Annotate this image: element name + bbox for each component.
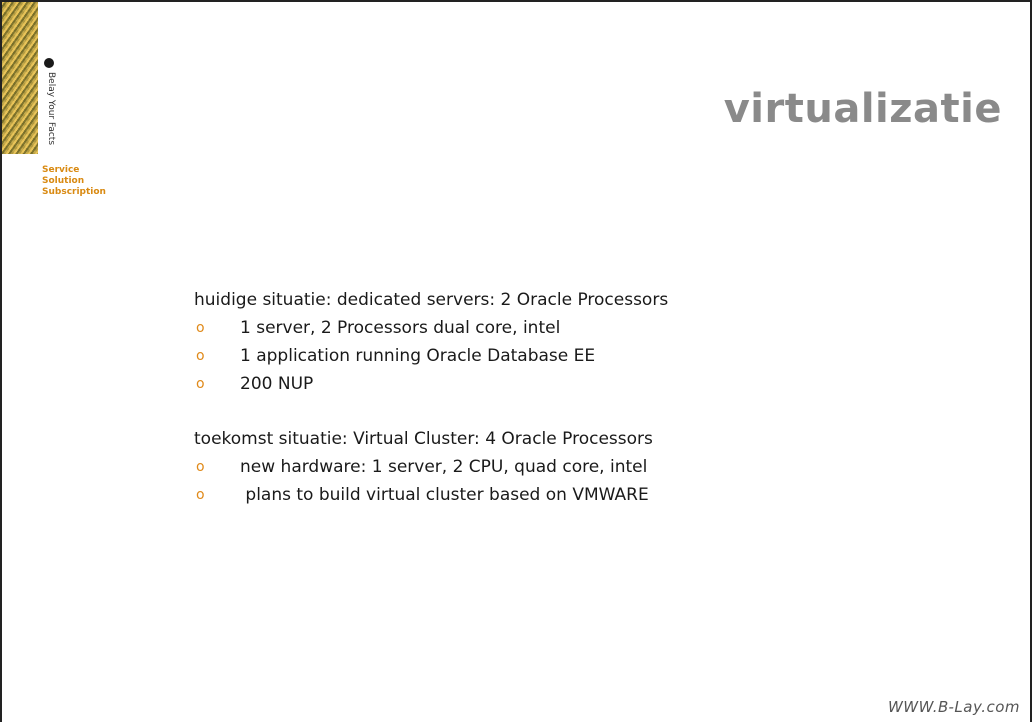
spacer xyxy=(194,398,974,425)
list-item: o 1 application running Oracle Database E… xyxy=(194,342,974,370)
list-item-text: 1 server, 2 Processors dual core, intel xyxy=(240,318,561,338)
bullet-icon: o xyxy=(196,376,205,392)
section-heading-current: huidige situatie: dedicated servers: 2 O… xyxy=(194,290,669,310)
current-situation-list: o 1 server, 2 Processors dual core, intel… xyxy=(194,314,974,398)
section-heading-future: toekomst situatie: Virtual Cluster: 4 Or… xyxy=(194,429,653,449)
brand-link-service: Service xyxy=(42,165,80,175)
list-item-text: 1 application running Oracle Database EE xyxy=(240,346,596,366)
list-item: o 1 server, 2 Processors dual core, intel xyxy=(194,314,974,342)
brand-links: Service Solution Subscription xyxy=(42,165,106,198)
list-item: o plans to build virtual cluster based o… xyxy=(194,481,974,509)
slide-title: virtualizatie xyxy=(723,86,1002,132)
list-item: o new hardware: 1 server, 2 CPU, quad cor… xyxy=(194,453,974,481)
list-item-text: 200 NUP xyxy=(240,374,314,394)
brand-link-solution: Solution xyxy=(42,176,85,186)
list-item-text: new hardware: 1 server, 2 CPU, quad core… xyxy=(240,457,648,477)
future-situation-list: o new hardware: 1 server, 2 CPU, quad cor… xyxy=(194,453,974,509)
brand-tagline: Belay Your Facts xyxy=(46,72,56,146)
brand-logo-icon xyxy=(44,58,54,68)
bullet-icon: o xyxy=(196,348,205,364)
slide-content: huidige situatie: dedicated servers: 2 O… xyxy=(194,286,974,509)
list-item-text: plans to build virtual cluster based on … xyxy=(240,485,649,505)
brand-image-strip xyxy=(2,2,38,154)
bullet-icon: o xyxy=(196,487,205,503)
bullet-icon: o xyxy=(196,459,205,475)
bullet-icon: o xyxy=(196,320,205,336)
brand-link-subscription: Subscription xyxy=(42,187,106,197)
list-item: o 200 NUP xyxy=(194,370,974,398)
footer-url: WWW.B-Lay.com xyxy=(887,698,1020,716)
